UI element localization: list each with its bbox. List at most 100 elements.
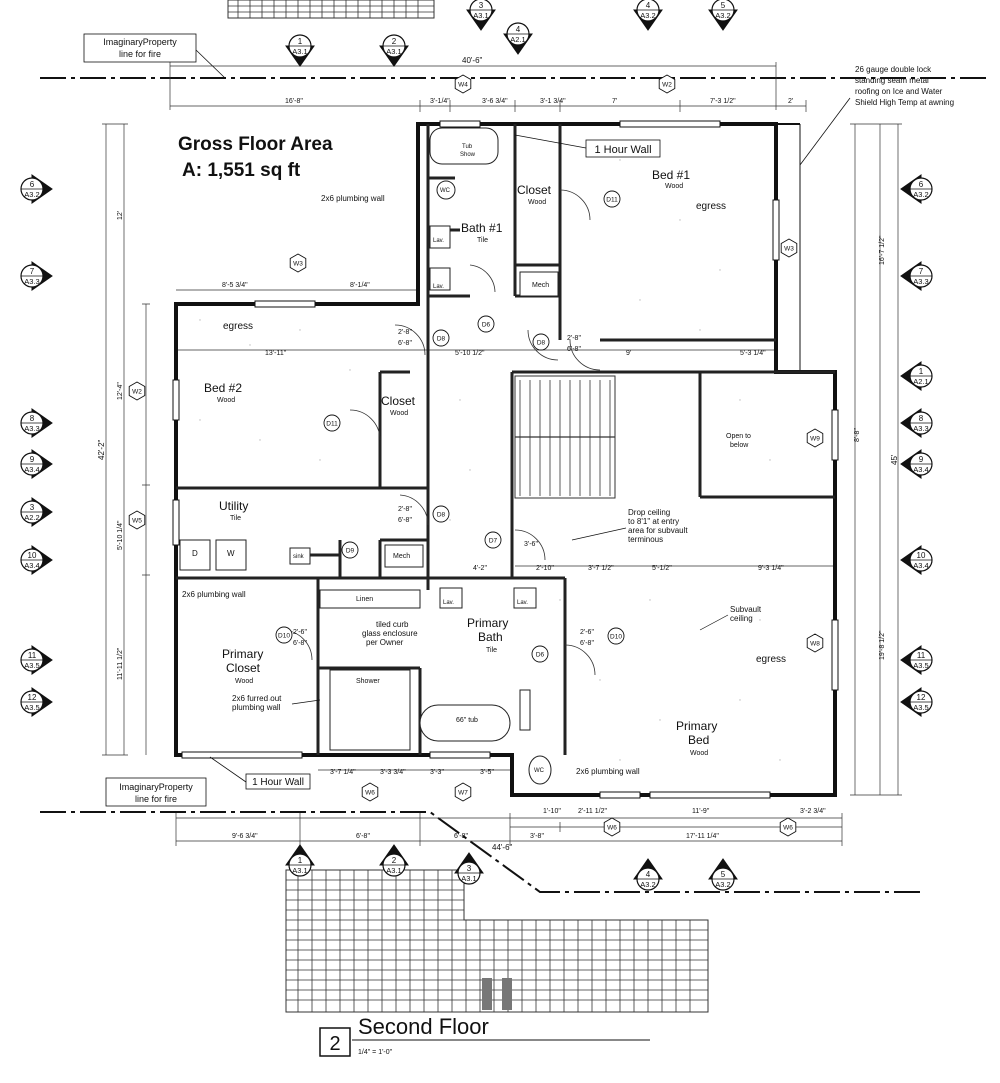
window-tag-label: W2 [132,389,142,396]
window-tag: W6 [779,817,797,837]
window-tag-hex [779,817,797,837]
hour-wall-top: 1 Hour Wall [594,144,651,156]
door-tag: D10 [275,626,293,644]
section-marker: 5A3.2 [708,858,738,891]
marker-sheet: A3.5 [24,703,39,712]
tiled-curb-2: glass enclosure [362,629,418,638]
dim-bed2-b: 8'-1/4" [350,282,370,289]
marker-number: 7 [919,267,924,276]
dim-left-c: 5'-10 1/4" [117,520,124,550]
door-tag: D8 [432,329,450,347]
marker-sheet: A3.2 [640,11,655,20]
marker-sheet: A3.2 [640,880,655,889]
window-tag-hex [128,510,146,530]
dim-p-e: 9'-3 1/4" [758,565,784,572]
door-tag-label: D10 [610,634,622,641]
marker-sheet: A2.1 [913,377,928,386]
marker-sheet: A3.2 [913,190,928,199]
furred-2: plumbing wall [232,703,281,712]
window-tag-label: W4 [458,82,468,89]
window-tag: W4 [454,74,472,94]
egress-label-bed1: egress [696,201,726,212]
window-tag-hex [780,238,798,258]
dim-p-a: 4'-2" [473,565,487,572]
section-marker: 7A3.3 [900,261,933,291]
roof-bottom-shingles [285,869,709,1013]
window-tag: W8 [806,633,824,653]
mech-label-2: Mech [393,553,410,560]
prop-line-bottom-2: line for fire [135,794,177,804]
marker-number: 8 [30,414,35,423]
door-tag: D10 [607,627,625,645]
marker-sheet: A3.3 [913,277,928,286]
door-tag-circle [477,315,495,333]
section-marker: 3A3.1 [454,852,484,885]
egress-label-pbed: egress [756,654,786,665]
washer-label: W [227,549,235,558]
window-tag-hex [806,428,824,448]
hour-wall-note-bottom: 1 Hour Wall [209,756,311,790]
door-tag-circle [531,645,549,663]
dim-door-c1: 2'-6" [293,629,307,636]
hour-wall-bottom: 1 Hour Wall [252,777,304,788]
marker-sheet: A3.3 [24,424,39,433]
dimension-texts: 40'-6" 16'-8" 3'-1/4" 3'-6 3/4" 3'-1 3/4… [97,56,899,852]
dim-door-b4: 6'-8" [293,640,307,647]
marker-number: 11 [917,651,926,660]
dim-top-g: 2' [788,98,793,105]
room-utility-finish: Tile [230,515,241,522]
section-marker: 1A2.1 [900,361,933,391]
dim-bed1-b: 5'-3 1/4" [740,350,766,357]
door-tag-label: D7 [489,538,498,545]
lav-label-4: Lav. [517,600,528,606]
room-pcloset-finish: Wood [235,678,253,685]
tub-shower-2: Show [460,152,476,158]
fixtures [179,127,559,785]
furred-1: 2x6 furred out [232,694,282,703]
plumb-wall-left: 2x6 plumbing wall [182,590,246,599]
dim-b-g: 11'-9" [692,808,710,815]
door-tag-label: D8 [537,340,546,347]
dryer-label: D [192,549,198,558]
section-marker: 3A2.2 [20,497,53,527]
door-tag-circle [432,505,450,523]
marker-sheet: A3.3 [913,424,928,433]
dim-door-b1: 6'-8" [398,340,412,347]
marker-number: 9 [919,455,924,464]
marker-number: 1 [919,367,924,376]
window-tag-label: W6 [607,825,617,832]
dimension-lines [102,62,902,846]
gross-area-heading: Gross Floor Area [178,134,333,155]
dim-door-a2: 2'-8" [567,335,581,342]
lav-label-1: Lav. [433,238,444,244]
roofing-note-3: roofing on Ice and Water [855,87,943,96]
dim-top-b: 3'-1/4" [430,98,450,105]
mech-label-1: Mech [532,282,549,289]
marker-number: 8 [919,414,924,423]
door-tag-label: D9 [346,548,355,555]
marker-sheet: A2.2 [24,513,39,522]
dim-door-a1: 2'-8" [398,329,412,336]
marker-sheet: A3.1 [386,866,401,875]
room-pbed-name2: Bed [688,733,709,747]
dim-p-d: 5'-1/2" [652,565,672,572]
section-marker: 1A3.1 [285,34,315,67]
section-marker: 4A2.1 [503,22,533,55]
marker-number: 5 [721,1,726,10]
dim-b-a: 3'-7 1/4" [330,769,356,776]
window-tag: W6 [361,782,379,802]
dim-top-total: 40'-6" [462,56,483,65]
subvault-note: Subvault ceiling [699,605,762,631]
gross-area-value: A: 1,551 sq ft [182,160,301,181]
dim-p-c: 3'-7 1/2" [588,565,614,572]
marker-sheet: A3.2 [715,880,730,889]
door-tag-circle [432,329,450,347]
door-tag: D7 [484,531,502,549]
room-pbath-finish: Tile [486,647,497,654]
door-tag-circle [323,414,341,432]
door-tag-circle [532,333,550,351]
